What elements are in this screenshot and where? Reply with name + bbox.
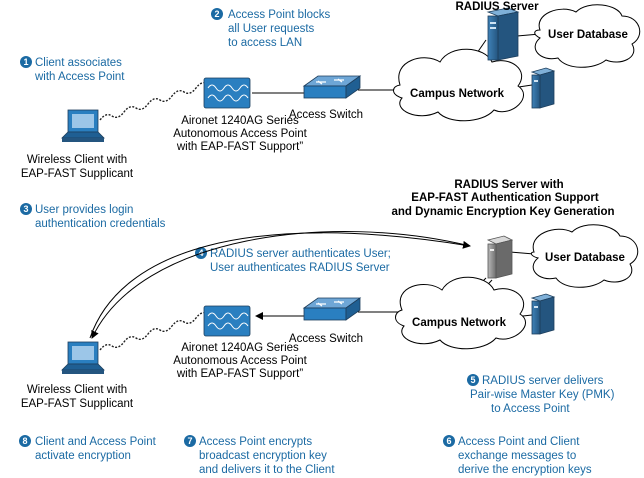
user-database-cloud-top: User Database	[534, 4, 641, 68]
step-1-badge	[20, 56, 32, 68]
radius-server-label-bottom-line3: and Dynamic Encryption Key Generation	[391, 206, 614, 218]
step-5-line3: to Access Point	[491, 403, 570, 415]
wireless-link-bottom	[99, 311, 209, 351]
access-point-icon-top	[203, 77, 251, 109]
step-8-line2: activate encryption	[35, 450, 131, 462]
ap-label-bottom-line1: Aironet 1240AG Series	[181, 342, 299, 354]
step-3-line1: User provides login	[35, 204, 133, 216]
side-server-icon-top	[530, 67, 556, 109]
step-4-line1: RADIUS server authenticates User;	[210, 248, 391, 260]
step-1-number: 1	[23, 57, 28, 67]
step-2-line3: to access LAN	[228, 37, 302, 49]
step-6-line3: derive the encryption keys	[458, 464, 592, 476]
step-8-badge	[19, 435, 31, 447]
wireless-client-icon-bottom	[61, 341, 105, 374]
wireless-link-top	[99, 81, 209, 121]
ap-label-bottom-line2: Autonomous Access Point	[173, 355, 307, 367]
client-label-top-line1: Wireless Client with	[27, 154, 127, 166]
step-1-line2: with Access Point	[34, 71, 125, 83]
radius-server-label-top: RADIUS Server	[455, 1, 539, 13]
step-8-line1: Client and Access Point	[35, 436, 157, 448]
wireless-client-icon-top	[61, 109, 105, 142]
access-point-icon-bottom	[203, 305, 251, 337]
step-3-number: 3	[23, 204, 28, 214]
client-label-top-line2: EAP-FAST Supplicant	[21, 168, 134, 180]
step-6-badge	[443, 435, 455, 447]
step-1-line1: Client associates	[35, 57, 122, 69]
step-3-line2: authentication credentials	[35, 218, 166, 230]
campus-network-label-top: Campus Network	[410, 88, 505, 100]
step-2-line2: all User requests	[228, 23, 315, 35]
step-2-line1: Access Point blocks	[228, 9, 331, 21]
client-label-bottom-line2: EAP-FAST Supplicant	[21, 398, 134, 410]
step-7-badge	[184, 435, 196, 447]
auth-arrow-client-to-server	[89, 232, 471, 339]
radius-server-icon-top	[486, 7, 520, 61]
step-7-line1: Access Point encrypts	[199, 436, 312, 448]
radius-server-label-bottom-line1: RADIUS Server with	[454, 179, 563, 191]
radius-server-icon-bottom	[486, 235, 514, 279]
step-2-badge	[211, 8, 223, 20]
client-label-bottom-line1: Wireless Client with	[27, 384, 127, 396]
ap-label-top-line3: with EAP-FAST Support”	[176, 141, 304, 153]
step-2-number: 2	[214, 9, 219, 19]
radius-server-label-bottom-line2: EAP-FAST Authentication Support	[411, 192, 599, 204]
ap-label-top-line1: Aironet 1240AG Series	[181, 115, 299, 127]
user-database-label-top: User Database	[548, 29, 628, 41]
step-3-badge	[20, 203, 32, 215]
auth-arrow-server-to-client	[91, 231, 471, 339]
step-6-number: 6	[446, 436, 451, 446]
step-5-number: 5	[470, 375, 475, 385]
step-6-line1: Access Point and Client	[458, 436, 580, 448]
step-5-badge	[467, 374, 479, 386]
step-8-number: 8	[22, 436, 27, 446]
campus-network-cloud-top: Campus Network	[393, 48, 524, 122]
step-7-line2: broadcast encryption key	[199, 450, 327, 462]
access-switch-label-bottom: Access Switch	[289, 333, 363, 345]
campus-network-cloud-bottom: Campus Network	[395, 276, 526, 350]
link-server-db-bottom	[509, 251, 535, 255]
step-6-line2: exchange messages to	[458, 450, 576, 462]
access-switch-icon-bottom	[302, 297, 362, 321]
step-5-line1: RADIUS server delivers	[482, 375, 604, 387]
step-7-line3: and delivers it to the Client	[199, 464, 335, 476]
user-database-label-bottom: User Database	[545, 252, 625, 264]
ap-label-top-line2: Autonomous Access Point	[173, 128, 307, 140]
side-server-icon-bottom	[530, 293, 556, 335]
campus-network-label-bottom: Campus Network	[412, 317, 507, 329]
step-5-line2: Pair-wise Master Key (PMK)	[470, 389, 615, 401]
access-switch-icon-top	[302, 75, 362, 99]
user-database-cloud-bottom: User Database	[530, 224, 639, 288]
ap-label-bottom-line3: with EAP-FAST Support”	[176, 368, 304, 380]
step-4-line2: User authenticates RADIUS Server	[210, 262, 390, 274]
step-7-number: 7	[187, 436, 192, 446]
access-switch-label-top: Access Switch	[289, 109, 363, 121]
